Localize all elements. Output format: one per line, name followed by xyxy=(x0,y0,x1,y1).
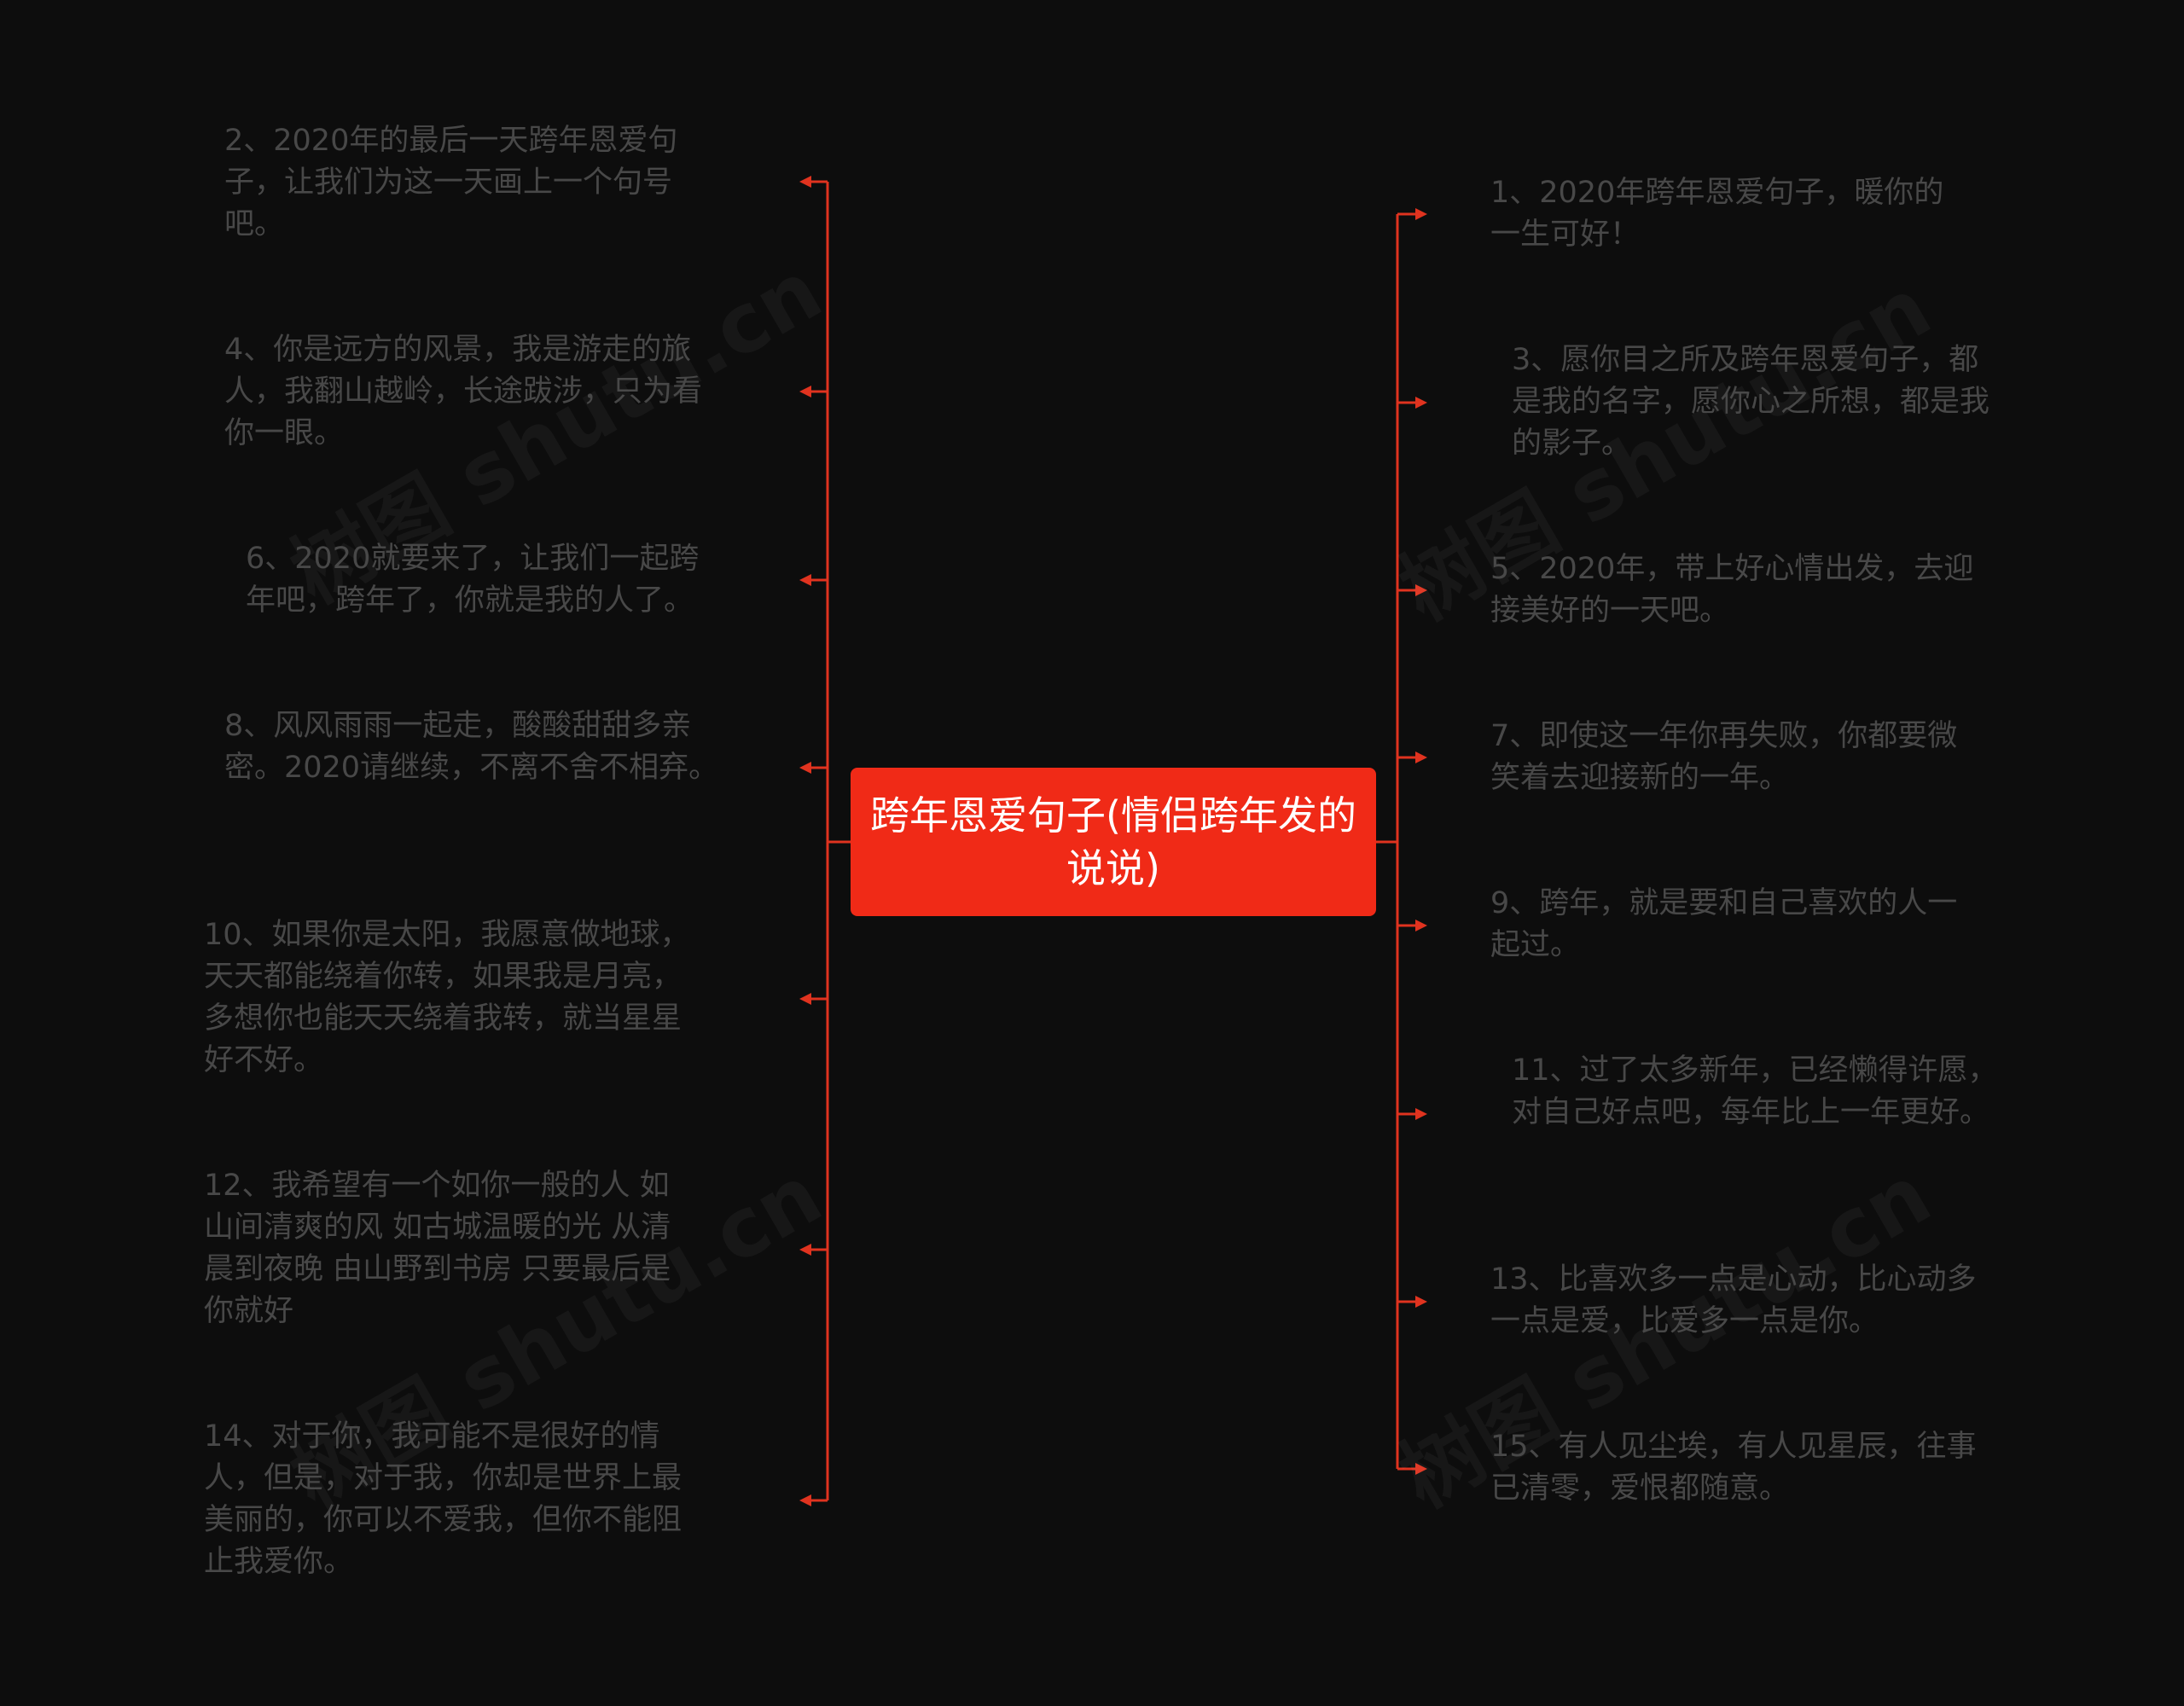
right-node-5[interactable]: 5、2020年，带上好心情出发，去迎接美好的一天吧。 xyxy=(1490,552,1974,628)
left-node-12[interactable]: 12、我希望有一个如你一般的人 如山间清爽的风 如古城温暖的光 从清晨到夜晚 由… xyxy=(204,1169,671,1328)
left-node-14[interactable]: 14、对于你，我可能不是很好的情人，但是，对于我，你却是世界上最美丽的，你可以不… xyxy=(204,1419,682,1579)
left-node-6[interactable]: 6、2020就要来了，让我们一起跨年吧，跨年了，你就是我的人了。 xyxy=(246,542,700,618)
right-arrowhead-3 xyxy=(1415,584,1427,596)
left-arrowhead-4 xyxy=(799,762,811,774)
left-node-2[interactable]: 2、2020年的最后一天跨年恩爱句子，让我们为这一天画上一个句号吧。 xyxy=(224,124,678,241)
right-arrowhead-4 xyxy=(1415,751,1427,763)
right-node-3[interactable]: 3、愿你目之所及跨年恩爱句子，都是我的名字，愿你心之所想，都是我的影子。 xyxy=(1512,343,1990,461)
left-node-4[interactable]: 4、你是远方的风景，我是游走的旅人，我翻山越岭，长途跋涉，只为看你一眼。 xyxy=(224,333,703,450)
central-topic-label: 跨年恩爱句子(情侣跨年发的说说) xyxy=(870,792,1356,891)
left-arrowhead-2 xyxy=(799,386,811,397)
left-arrowhead-1 xyxy=(799,176,811,188)
left-arrowhead-3 xyxy=(799,574,811,586)
left-node-10[interactable]: 10、如果你是太阳，我愿意做地球，天天都能绕着你转，如果我是月亮，多想你也能天天… xyxy=(204,918,690,1077)
central-topic[interactable]: 跨年恩爱句子(情侣跨年发的说说) xyxy=(851,768,1376,916)
left-arrowhead-5 xyxy=(799,993,811,1005)
right-arrowhead-5 xyxy=(1415,920,1427,931)
right-arrowhead-1 xyxy=(1415,208,1427,220)
right-node-9[interactable]: 9、跨年，就是要和自己喜欢的人一起过。 xyxy=(1490,886,1958,962)
right-node-15[interactable]: 15、有人见尘埃，有人见星辰，往事已清零，爱恨都随意。 xyxy=(1490,1430,1977,1506)
left-node-8[interactable]: 8、风风雨雨一起走，酸酸甜甜多亲密。2020请继续，不离不舍不相弃。 xyxy=(224,709,719,785)
left-arrowhead-7 xyxy=(799,1494,811,1506)
right-arrowhead-8 xyxy=(1415,1463,1427,1475)
right-node-7[interactable]: 7、即使这一年你再失败，你都要微笑着去迎接新的一年。 xyxy=(1490,719,1958,795)
right-arrowhead-2 xyxy=(1415,397,1427,409)
right-node-1[interactable]: 1、2020年跨年恩爱句子，暖你的一生可好！ xyxy=(1490,176,1944,252)
left-arrowhead-6 xyxy=(799,1244,811,1256)
right-node-13[interactable]: 13、比喜欢多一点是心动，比心动多一点是爱，比爱多一点是你。 xyxy=(1490,1262,1977,1338)
right-node-11[interactable]: 11、过了太多新年，已经懒得许愿，对自己好点吧，每年比上一年更好。 xyxy=(1512,1053,1998,1129)
right-arrowhead-6 xyxy=(1415,1108,1427,1120)
right-arrowhead-7 xyxy=(1415,1296,1427,1308)
